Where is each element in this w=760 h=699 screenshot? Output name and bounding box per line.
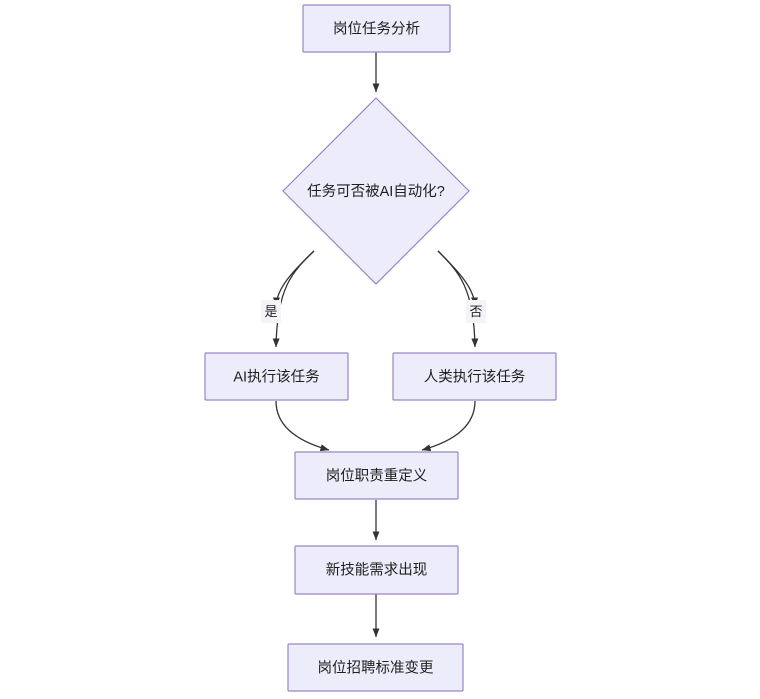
- edge-label-layer: 是 否: [261, 300, 486, 323]
- edge-label-yes: 是: [261, 300, 281, 323]
- node-hiring-standard-change[interactable]: 岗位招聘标准变更: [287, 643, 464, 692]
- node-ai-executes-task[interactable]: AI执行该任务: [204, 352, 349, 401]
- node-task-analysis-label: 岗位任务分析: [333, 20, 420, 37]
- edge-ai-executes-to-redefine: [275, 400, 330, 452]
- edge-label-no: 否: [466, 300, 486, 323]
- node-layer: 岗位任务分析 任务可否被AI自动化? AI执行该任务 人类执行该任务 岗位职责重…: [204, 4, 557, 692]
- edge-label-no-background: [466, 300, 486, 323]
- node-role-redefinition-shape[interactable]: [294, 451, 459, 500]
- node-automation-decision[interactable]: 任务可否被AI自动化?: [282, 97, 470, 285]
- node-ai-executes-task-label: AI执行该任务: [233, 368, 319, 385]
- node-role-redefinition[interactable]: 岗位职责重定义: [294, 451, 459, 500]
- node-automation-decision-label: 任务可否被AI自动化?: [307, 183, 445, 200]
- node-task-analysis[interactable]: 岗位任务分析: [302, 4, 451, 53]
- node-new-skill-demand-label: 新技能需求出现: [326, 561, 428, 578]
- node-new-skill-demand[interactable]: 新技能需求出现: [294, 545, 459, 595]
- node-automation-decision-shape[interactable]: [282, 97, 470, 285]
- node-ai-executes-task-shape[interactable]: [204, 352, 349, 401]
- node-new-skill-demand-shape[interactable]: [294, 545, 459, 595]
- edge-label-yes-text: 是: [264, 304, 277, 319]
- node-human-executes-task-label: 人类执行该任务: [424, 368, 526, 385]
- edge-layer: [272, 52, 479, 638]
- node-hiring-standard-change-label: 岗位招聘标准变更: [318, 659, 434, 676]
- node-hiring-standard-change-shape[interactable]: [287, 643, 464, 692]
- edge-label-yes-background: [261, 300, 281, 323]
- edge-label-no-text: 否: [469, 304, 482, 319]
- node-human-executes-task-shape[interactable]: [392, 352, 557, 401]
- node-human-executes-task[interactable]: 人类执行该任务: [392, 352, 557, 401]
- edge-human-executes-to-redefine: [421, 400, 476, 452]
- edge-no-branch-arrow: [437, 250, 479, 348]
- node-task-analysis-shape[interactable]: [302, 4, 451, 53]
- edge-yes-branch-arrow: [272, 250, 315, 348]
- node-role-redefinition-label: 岗位职责重定义: [326, 467, 428, 484]
